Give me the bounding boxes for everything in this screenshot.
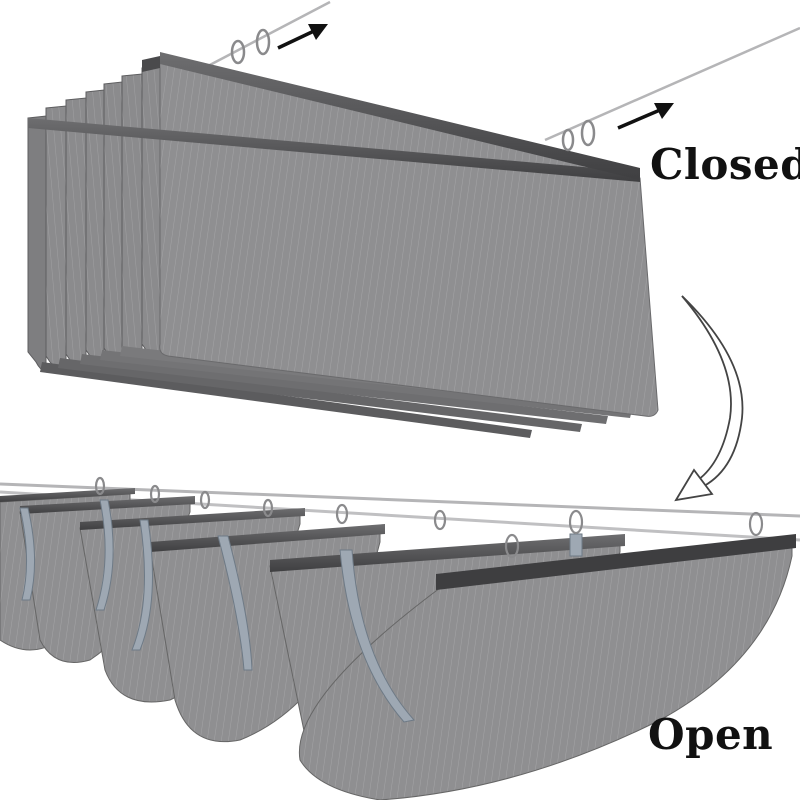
closed-shade-group — [27, 0, 800, 438]
arrow-right-up-icon — [277, 24, 328, 50]
open-label: Open — [648, 710, 774, 759]
folded-panels — [27, 61, 659, 438]
closed-rails — [28, 52, 640, 182]
carabiner-hook-icon — [94, 476, 764, 559]
arrow-right-up-icon — [617, 103, 674, 130]
wave-panel-front — [298, 539, 793, 800]
curved-arrow-down-icon — [674, 295, 744, 502]
support-straps — [19, 499, 583, 723]
open-shade-group — [0, 476, 800, 800]
carabiner-hook-icon — [230, 28, 596, 152]
open-rails — [0, 488, 796, 590]
closed-label: Closed — [650, 140, 800, 189]
